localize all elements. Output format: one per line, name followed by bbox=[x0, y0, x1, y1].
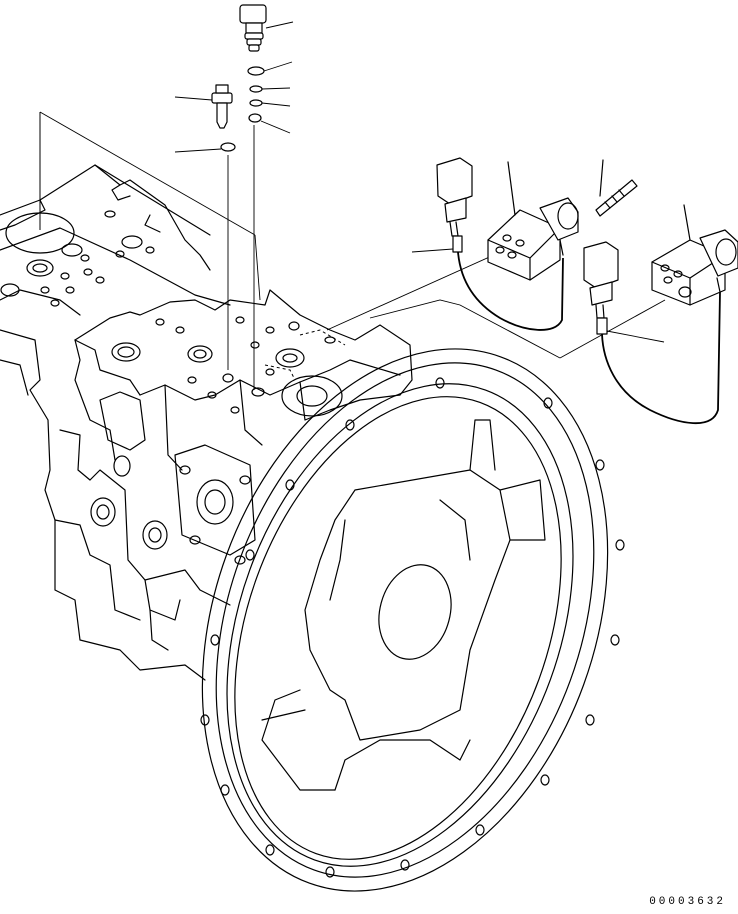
explode-guide-lines bbox=[40, 112, 665, 390]
plug-assembly bbox=[240, 5, 293, 51]
solenoid-valve-2 bbox=[584, 205, 738, 423]
control-valve-block bbox=[75, 290, 412, 650]
solenoid-valve-1 bbox=[412, 158, 637, 330]
fitting-nipple bbox=[175, 85, 235, 152]
flywheel-housing bbox=[131, 292, 680, 914]
o-rings bbox=[248, 62, 292, 133]
flange-bolt-holes bbox=[201, 378, 624, 877]
valve-housing bbox=[0, 165, 230, 680]
drawing-number: 00003632 bbox=[649, 896, 726, 908]
